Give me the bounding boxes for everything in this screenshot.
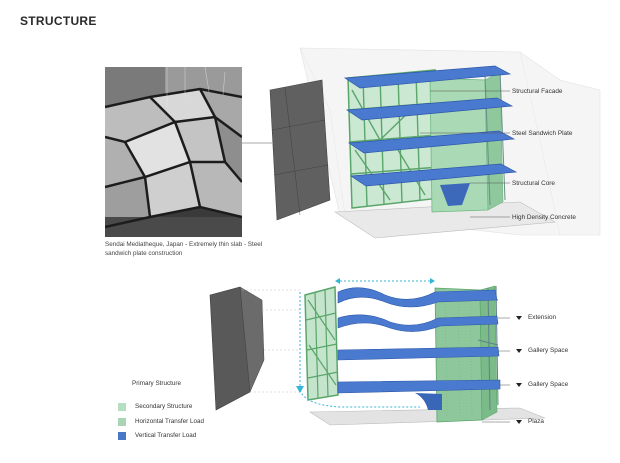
- label-structural-facade: Structural Facade: [512, 88, 563, 95]
- lower-section: [209, 278, 546, 426]
- steel-sandwich-plates-lower: [337, 287, 501, 410]
- legend-item-vertical: Vertical Transfer Load: [118, 431, 258, 443]
- marker-plaza-icon: [516, 420, 522, 424]
- marker-extension-icon: [516, 316, 522, 320]
- photo-caption: Sendai Mediatheque, Japan - Extremely th…: [105, 241, 263, 257]
- lower-leader-lines: [482, 317, 510, 423]
- label-high-density-concrete: High Density Concrete: [512, 214, 576, 221]
- steel-sandwich-plates-upper: [343, 65, 518, 206]
- marker-gallery-space-1-icon: [516, 349, 522, 353]
- label-gallery-space-1: Gallery Space: [528, 347, 569, 354]
- legend-item-secondary: Secondary Structure: [118, 402, 258, 414]
- legend-label-horizontal: Horizontal Transfer Load: [135, 418, 204, 425]
- legend-title: Primary Structure: [132, 380, 181, 387]
- label-structural-core: Structural Core: [512, 180, 555, 187]
- legend-swatch-horizontal: [118, 418, 126, 426]
- upper-leader-lines: [242, 90, 510, 218]
- sendai-photo-image: [105, 67, 242, 237]
- legend-item-horizontal: Horizontal Transfer Load: [118, 417, 258, 429]
- legend-label-secondary: Secondary Structure: [135, 403, 193, 410]
- sendai-photo: [105, 67, 242, 237]
- legend-swatch-secondary: [118, 403, 126, 411]
- legend-label-vertical: Vertical Transfer Load: [135, 432, 197, 439]
- label-gallery-space-2: Gallery Space: [528, 381, 569, 388]
- label-steel-sandwich-plate: Steel Sandwich Plate: [512, 130, 573, 137]
- label-plaza: Plaza: [528, 418, 544, 425]
- page-title: STRUCTURE: [20, 14, 97, 28]
- facade-panel-upper: [269, 79, 331, 221]
- marker-gallery-space-2-icon: [516, 383, 522, 387]
- plaza-slab: [309, 407, 546, 426]
- upper-axonometric: [242, 47, 601, 239]
- label-extension: Extension: [528, 314, 557, 321]
- legend-swatch-vertical: [118, 432, 126, 440]
- green-frame-lower: [304, 286, 339, 401]
